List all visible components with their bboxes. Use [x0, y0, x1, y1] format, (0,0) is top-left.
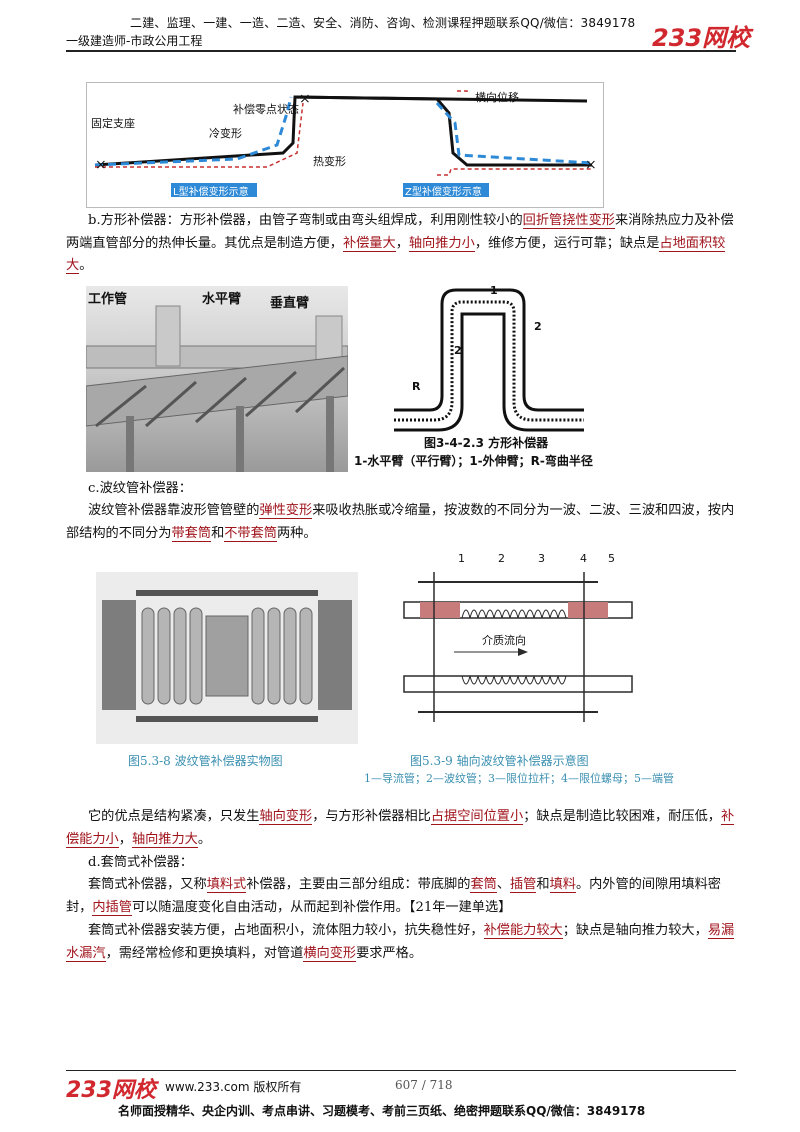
label-lateral-disp: 横向位移 [475, 91, 519, 104]
footer-divider [66, 1070, 736, 1071]
text: ， [118, 831, 132, 847]
diagram-square-compensator: 1 2 2 R 图3-4-2.3 方形补偿器 1-水平臂（平行臂）；1-外伸臂；… [354, 284, 624, 474]
label-part-5: 5 [608, 552, 615, 565]
highlight: 轴向变形 [259, 809, 313, 825]
heading-bellows: c.波纹管补偿器： [88, 481, 192, 496]
label-horizontal-arm: 水平臂 [202, 292, 242, 307]
label-part-1: 1 [458, 552, 465, 565]
paragraph-bellows: 波纹管补偿器靠波形管管壁的弹性变形来吸收热胀或冷缩量，按波数的不同分为一波、二波… [66, 500, 736, 545]
label-work-pipe: 工作管 [88, 292, 128, 307]
figure-lz-deformation: × × × 固定支座 冷变形 补偿零点状态 热变形 横向位移 L型补偿变形示意 … [86, 82, 604, 208]
header-logo: 233网校 [652, 24, 751, 52]
highlight: 填料式 [206, 877, 247, 893]
svg-text:×: × [299, 91, 311, 107]
highlight: 不带套筒 [224, 525, 277, 542]
label-part-3: 3 [538, 552, 545, 565]
text: 套筒式补偿器，又称 [88, 877, 207, 892]
text: ，需经常检修和更换填料，对管道 [105, 945, 304, 961]
highlight: 套筒 [470, 877, 497, 893]
text: 、 [496, 877, 510, 892]
caption-square-compensator: 图3-4-2.3 方形补偿器 [424, 436, 549, 450]
label-fixed-support: 固定支座 [91, 117, 135, 130]
label-cold-deform: 冷变形 [209, 127, 242, 140]
highlight: 占据空间位置小 [430, 809, 524, 825]
highlight: 补偿能力较大 [483, 923, 563, 939]
footer-url[interactable]: www.233.com 版权所有 [165, 1080, 302, 1094]
svg-text:×: × [95, 157, 107, 173]
label-flow-direction: 介质流向 [482, 634, 526, 647]
square-compensator-drawing [394, 288, 584, 432]
label-num-2b: 2 [534, 320, 542, 333]
pipe-rack-illustration [85, 305, 349, 472]
highlight: 内插管 [92, 899, 132, 916]
legend-square-compensator: 1-水平臂（平行臂）；1-外伸臂；R-弯曲半径 [354, 454, 593, 468]
label-hot-deform: 热变形 [313, 155, 346, 168]
photo-square-compensator: 工作管 水平臂 垂直臂 [85, 286, 349, 472]
highlight: 横向变形 [303, 945, 357, 962]
paragraph-square-compensator: b.方形补偿器：方形补偿器，由管子弯制或由弯头组焊成，利用刚性较小的回折管挠性变… [66, 210, 736, 278]
label-part-2: 2 [498, 552, 505, 565]
text: 。 [197, 831, 212, 847]
heading-sleeve: d.套筒式补偿器： [88, 855, 193, 870]
diagram-bellows: 1 2 3 4 5 介质流向 [398, 552, 638, 752]
highlight: 插管 [510, 877, 537, 893]
label-part-4: 4 [580, 552, 587, 565]
highlight: 轴向推力大 [131, 831, 198, 848]
text: 两种。 [277, 525, 317, 541]
svg-text:×: × [585, 157, 597, 173]
text: 波纹管补偿器靠波形管管壁的 [88, 503, 260, 518]
caption-l-type: L型补偿变形示意 [173, 187, 249, 198]
text: 要求严格。 [356, 945, 423, 961]
highlight: 轴向推力小 [408, 235, 475, 252]
highlight: 填料 [549, 877, 576, 893]
text: b.方形补偿器：方形补偿器，由管子弯制或由弯头组焊成，利用刚性较小的 [88, 213, 523, 228]
header-subtitle: 一级建造师-市政公用工程 [66, 34, 203, 48]
paragraph-sleeve: 套筒式补偿器，又称填料式补偿器，主要由三部分组成：带底脚的套筒、插管和填料。内外… [66, 874, 736, 919]
text: ，维修方便，运行可靠；缺点是 [474, 235, 660, 251]
text: 和 [211, 525, 225, 541]
header-divider [66, 50, 736, 52]
lz-deformation-diagram: × × × [94, 90, 597, 197]
paragraph-sleeve-pros-cons: 套筒式补偿器安装方便，占地面积小，流体阻力较小，抗失稳性好，补偿能力较大；缺点是… [66, 920, 736, 965]
bellows-photo-illustration [102, 590, 352, 722]
footer-contact-line: 名师面授精华、央企内训、考点串讲、习题模考、考前三页纸、绝密押题联系QQ/微信：… [118, 1104, 646, 1118]
text: 来消除热应力及补偿两端直管部分的热伸长量。其优点是制造方便， [66, 213, 734, 251]
text: ，与方形补偿器相比 [312, 809, 431, 824]
header-contact-line: 二建、监理、一建、一造、二造、安全、消防、咨询、检测课程押题联系QQ/微信：38… [130, 16, 636, 30]
highlight: 易漏水漏汽 [66, 923, 735, 962]
caption-bellows-photo: 图5.3-8 波纹管补偿器实物图 [128, 754, 283, 768]
page-number: 607 / 718 [395, 1078, 453, 1092]
label-num-2a: 2 [454, 344, 462, 357]
highlight: 弹性变形 [259, 503, 313, 519]
legend-bellows: 1—导流管；2—波纹管；3—限位拉杆；4—限位螺母；5—端管 [364, 772, 674, 785]
highlight: 补偿能力小 [66, 809, 735, 848]
highlight: 补偿量大 [342, 235, 396, 252]
text: 它的优点是结构紧凑，只发生 [88, 809, 260, 824]
paragraph-bellows-pros-cons: 它的优点是结构紧凑，只发生轴向变形，与方形补偿器相比占据空间位置小；缺点是制造比… [66, 806, 736, 851]
text: 套筒式补偿器安装方便，占地面积小，流体阻力较小，抗失稳性好， [88, 923, 484, 938]
text: 。内外管的间隙用填料密封， [66, 877, 721, 915]
label-radius: R [412, 380, 421, 393]
text: ；缺点是制造比较困难，耐压低， [523, 809, 721, 824]
highlight: 回折管挠性变形 [522, 213, 615, 229]
text: 补偿器，主要由三部分组成：带底脚的 [246, 877, 471, 892]
label-zero-state: 补偿零点状态 [233, 103, 299, 116]
highlight: 带套筒 [171, 525, 212, 542]
label-num-1: 1 [490, 284, 498, 297]
label-vertical-arm: 垂直臂 [270, 296, 310, 311]
footer-logo: 233网校 [66, 1078, 156, 1103]
text: 和 [536, 877, 550, 892]
text: 来吸收热胀或冷缩量，按波数的不同分为一波、二波、三波和四波，按内部结构的不同分为 [66, 503, 735, 541]
bellows-schematic [403, 572, 633, 722]
photo-bellows [96, 572, 358, 744]
text: 可以随温度变化自由活动，从而起到补偿作用。【21年一建单选】 [131, 899, 512, 915]
caption-z-type: Z型补偿变形示意 [405, 187, 482, 198]
text: ， [395, 235, 409, 251]
text: 。 [79, 258, 93, 273]
caption-bellows-diagram: 图5.3-9 轴向波纹管补偿器示意图 [410, 754, 589, 768]
text: ；缺点是轴向推力较大， [562, 923, 708, 938]
highlight: 占地面积较大 [66, 235, 726, 274]
